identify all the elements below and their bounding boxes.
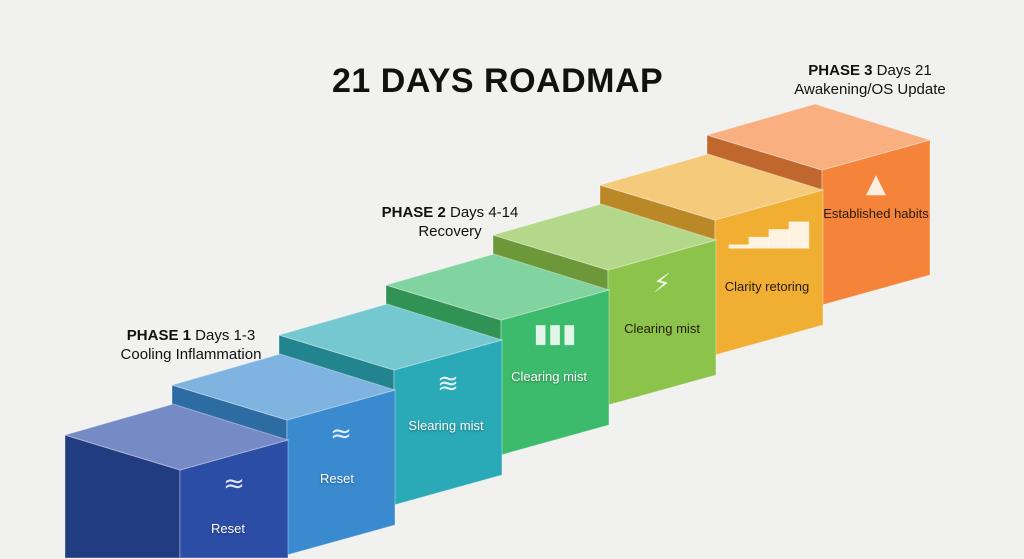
block-top-face	[63, 403, 290, 471]
step-4-label: Clearing mist	[511, 369, 587, 384]
step-1-label: Reset	[211, 521, 245, 536]
phase-2-label: PHASE 2 Days 4-14 Recovery	[381, 204, 519, 240]
mountain-icon: ▲	[866, 169, 886, 199]
step-7-label: Established habits	[823, 206, 929, 221]
block-top-face	[598, 153, 825, 221]
step-6-label: Clarity retoring	[724, 279, 810, 294]
wave-icon: ≈	[223, 469, 245, 499]
step-2-label: Reset	[320, 471, 354, 486]
wind-icon: ≋	[437, 369, 459, 399]
step-5-label: Clearing mist	[624, 321, 700, 336]
block-top-face	[705, 103, 932, 171]
page-title: 21 DAYS ROADMAP	[332, 62, 664, 100]
phase-1-label: PHASE 1 Days 1-3 Cooling Inflammation	[120, 327, 262, 363]
block-top-face	[277, 303, 504, 371]
block-top-face	[384, 253, 611, 321]
step-3-label: Slearing mist	[408, 418, 484, 433]
phase-3-label: PHASE 3 Days 21 Awakening/OS Update	[794, 62, 946, 98]
bar-chart-icon: ▁▃▅▇	[728, 219, 810, 249]
battery-icon: ▮▮▮	[534, 319, 577, 349]
wave-icon: ≈	[330, 419, 352, 449]
block-top-face	[491, 203, 718, 271]
block-top-face	[170, 353, 397, 421]
battery-charging-icon: ⚡	[653, 269, 671, 299]
step-block-1: ≈	[63, 403, 290, 559]
